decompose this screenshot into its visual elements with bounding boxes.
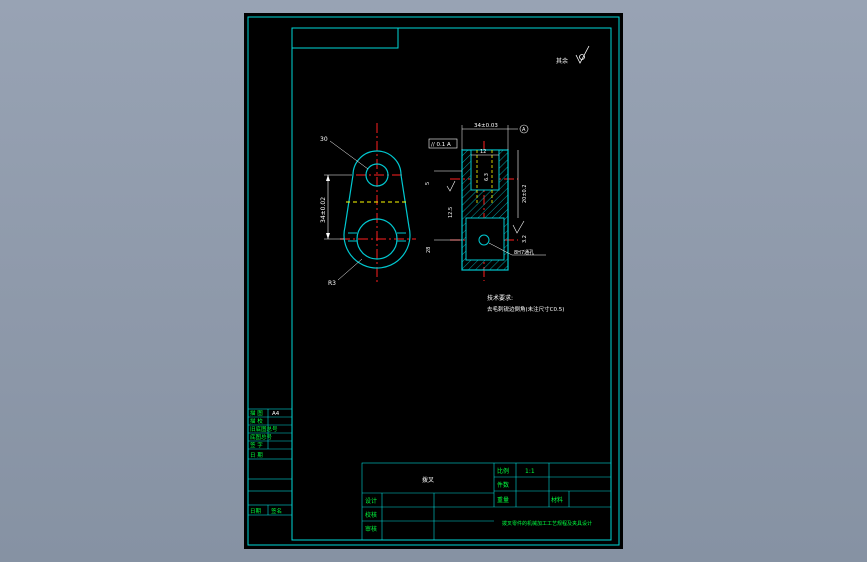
count-label: 件数 — [497, 481, 509, 489]
outer-frame — [247, 16, 620, 546]
left-dim-bottom: 28 — [426, 247, 432, 253]
side-row-4: 底图总号 — [250, 433, 273, 441]
notes-line-1: 去毛刺锐边倒角(未注尺寸C0.5) — [487, 305, 564, 313]
datum-circle — [519, 124, 529, 134]
designer-label: 设计 — [365, 497, 377, 505]
bottom-hole — [356, 218, 398, 260]
school-name: 拨叉零件的机械加工工艺规程及夹具设计 — [502, 520, 592, 527]
right-dim: 20±0.2 — [522, 184, 528, 203]
side-row-3: 旧底图总号 — [250, 425, 278, 433]
left-dim-mid: 12.5 — [448, 207, 454, 218]
side-row-5: 签 字 — [250, 441, 263, 449]
lever-outline — [343, 150, 411, 269]
side-table — [247, 408, 293, 516]
weight-label: 重量 — [497, 496, 509, 504]
top-left-box — [291, 27, 399, 49]
side-footer-1: 日期 — [250, 508, 262, 515]
side-row-1-value: A4 — [272, 411, 280, 417]
scale-label: 比例 — [497, 467, 509, 475]
tolerance-text: // 0.1 A — [431, 142, 451, 148]
roughness-note: 其余 — [556, 57, 568, 65]
roughness-mark-icon — [446, 180, 456, 192]
top-hole-label: 30 — [320, 136, 328, 143]
side-row-1: 描 图 — [250, 409, 263, 417]
right-view: 34±0.03 A // 0.1 A 12 6.3 5 12.5 28 20±0… — [425, 123, 546, 281]
left-view: 34±0.02 30 R3 — [320, 123, 416, 287]
top-dim: 34±0.03 — [474, 123, 498, 129]
bottom-hole-label: R3 — [328, 280, 336, 287]
datum-label: A — [522, 127, 526, 133]
slot-dim: 12 — [480, 149, 486, 155]
approver-label: 审核 — [365, 525, 377, 533]
scale-value: 1:1 — [525, 468, 535, 475]
tolerance-frame — [428, 138, 458, 149]
inner-dim: 6.3 — [484, 173, 490, 181]
left-dim-top: 5 — [425, 182, 431, 185]
side-footer-2: 签名 — [271, 507, 282, 515]
part-name: 拨叉 — [422, 476, 434, 484]
cad-drawing: 其余 34±0.02 30 R3 — [247, 16, 620, 546]
roughness-mark-icon — [512, 220, 525, 234]
top-hole — [365, 163, 389, 187]
title-block — [361, 462, 612, 541]
hole-callout: 8H7通孔 — [514, 249, 534, 256]
roughness-side: 3.2 — [522, 235, 528, 243]
material-label: 材料 — [551, 496, 563, 504]
side-dim: 34±0.02 — [320, 197, 327, 223]
roughness-symbol-icon — [575, 45, 590, 64]
side-row-6: 日 期 — [250, 452, 263, 459]
notes-title: 技术要求: — [487, 294, 513, 302]
drawing-viewport[interactable]: 其余 34±0.02 30 R3 — [244, 13, 623, 549]
side-row-2: 描 校 — [250, 417, 263, 425]
checker-label: 校核 — [365, 511, 377, 519]
